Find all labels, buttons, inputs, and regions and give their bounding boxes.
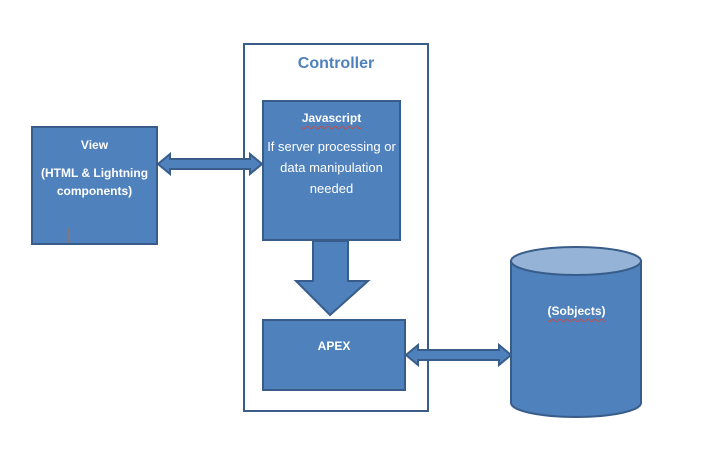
database-label-text: (Sobjects) <box>547 304 606 318</box>
view-subtitle: (HTML & Lightning components) <box>40 166 149 198</box>
controller-frame <box>243 43 429 412</box>
javascript-description: If server processing or data manipulatio… <box>267 139 396 196</box>
database-label: (Sobjects) <box>511 304 642 318</box>
controller-title: Controller <box>297 55 375 72</box>
view-title: View <box>80 138 109 152</box>
js-apex-down-arrow <box>293 240 371 317</box>
database-cylinder <box>510 246 642 418</box>
view-js-double-arrow <box>156 151 264 177</box>
javascript-title: Javascript <box>301 111 362 125</box>
javascript-box: Javascript If server processing or data … <box>262 100 401 241</box>
apex-db-double-arrow <box>404 342 513 368</box>
apex-box: APEX <box>262 319 406 391</box>
view-box: View (HTML & Lightning components) <box>31 126 158 245</box>
apex-label: APEX <box>317 339 351 353</box>
